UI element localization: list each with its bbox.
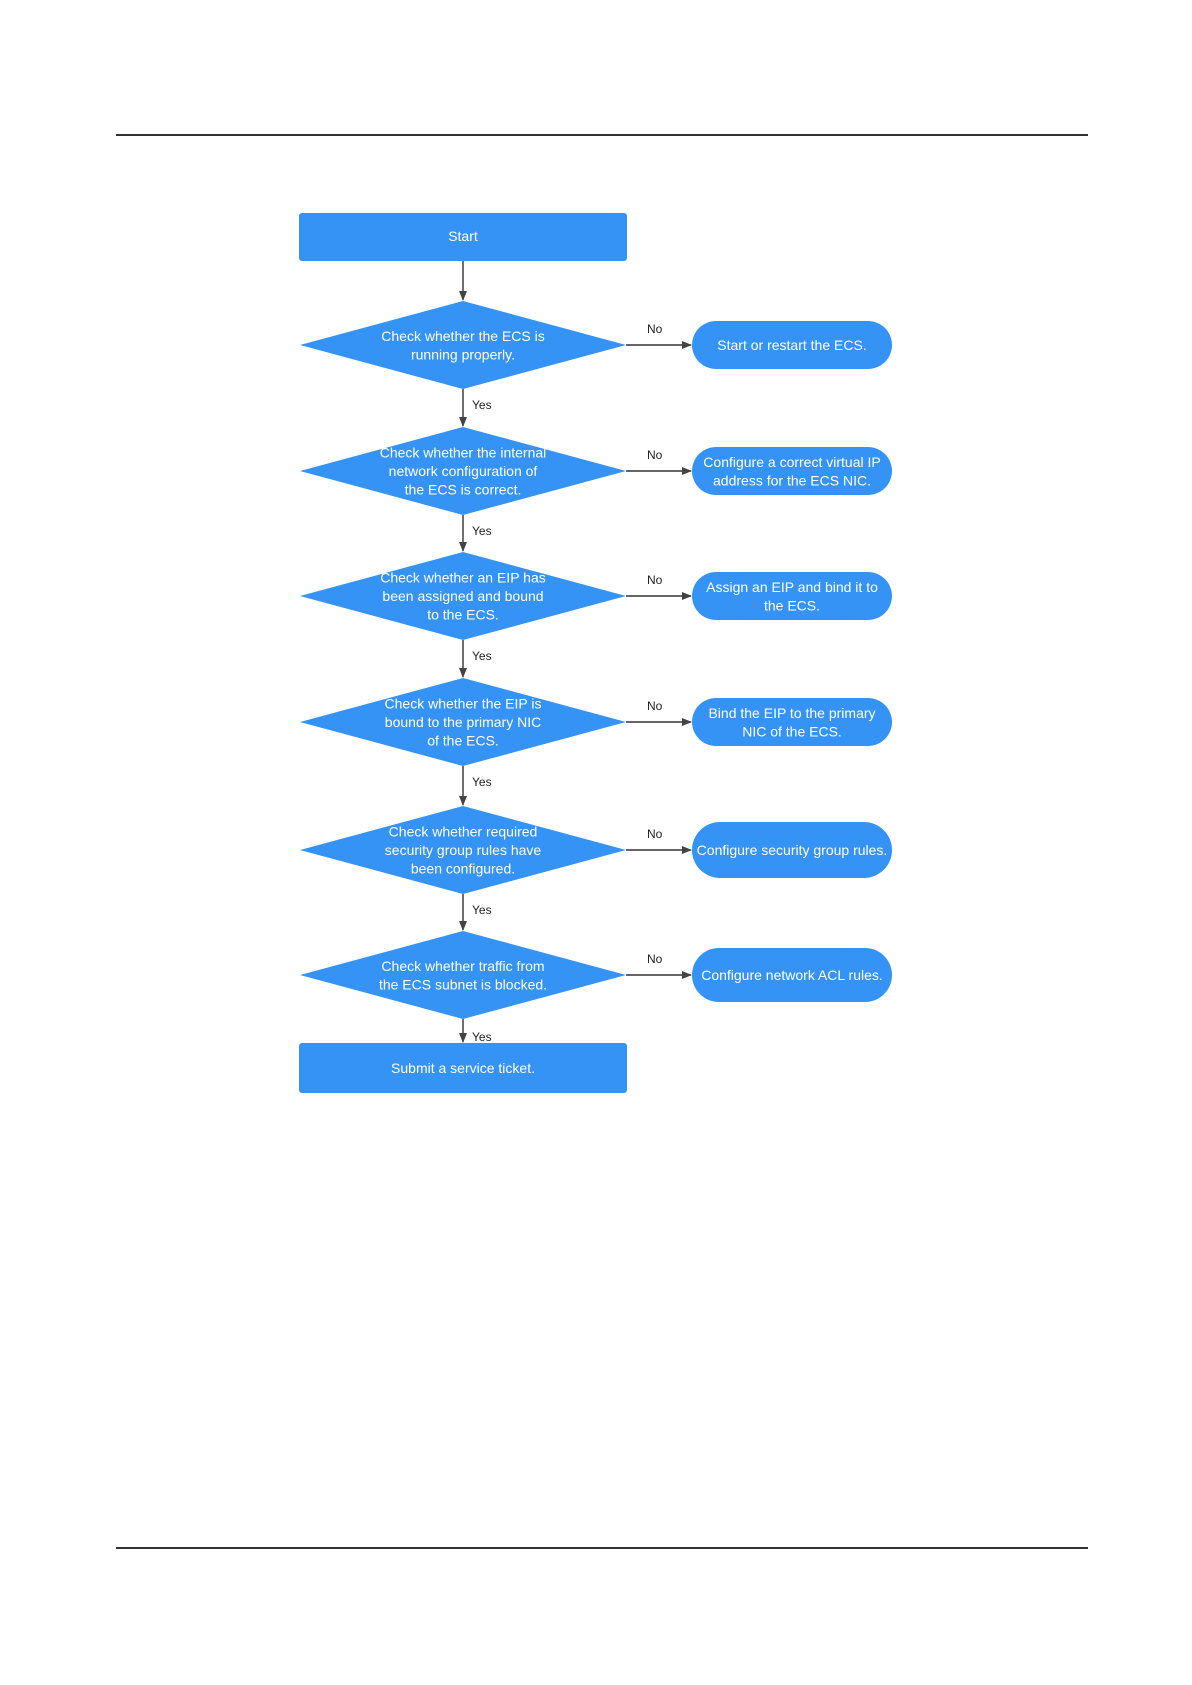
action-label: Bind the EIP to the primary xyxy=(708,705,875,721)
action-box xyxy=(692,572,892,620)
action-box xyxy=(692,698,892,746)
decision-label: of the ECS. xyxy=(427,733,499,749)
decision-diamond xyxy=(300,552,626,640)
yes-label: Yes xyxy=(472,1030,492,1044)
decision-label: to the ECS. xyxy=(427,607,499,623)
start-box xyxy=(299,213,627,261)
action-box xyxy=(692,447,892,495)
no-label: No xyxy=(647,699,663,713)
decision-label: bound to the primary NIC xyxy=(385,714,541,730)
action-label: Configure network ACL rules. xyxy=(701,967,883,983)
yes-label: Yes xyxy=(472,398,492,412)
decision-label: been configured. xyxy=(411,861,515,877)
decision-diamond xyxy=(300,301,626,389)
no-label: No xyxy=(647,322,663,336)
decision-label: Check whether traffic from xyxy=(381,958,544,974)
decision-label: Check whether an EIP has xyxy=(380,570,546,586)
action-label: Start or restart the ECS. xyxy=(717,337,866,353)
decision-label: Check whether the ECS is xyxy=(381,328,544,344)
action-box xyxy=(692,948,892,1002)
decision-label: been assigned and bound xyxy=(382,588,543,604)
decision-diamond xyxy=(300,931,626,1019)
yes-label: Yes xyxy=(472,524,492,538)
decision-label: running properly. xyxy=(411,346,515,362)
no-label: No xyxy=(647,448,663,462)
action-label: NIC of the ECS. xyxy=(742,723,842,739)
header-rule xyxy=(116,134,1088,136)
end-label: Submit a service ticket. xyxy=(391,1060,535,1076)
footer-rule xyxy=(116,1547,1088,1549)
decision-diamond xyxy=(300,678,626,766)
decision-label: Check whether the EIP is xyxy=(385,696,542,712)
decision-diamond xyxy=(300,427,626,515)
decision-label: the ECS subnet is blocked. xyxy=(379,976,547,992)
no-label: No xyxy=(647,573,663,587)
action-box xyxy=(692,822,892,878)
decision-label: security group rules have xyxy=(385,842,542,858)
decision-label: Check whether the internal xyxy=(380,445,547,461)
decision-diamond xyxy=(300,806,626,894)
end-box xyxy=(299,1043,627,1093)
yes-label: Yes xyxy=(472,775,492,789)
no-label: No xyxy=(647,952,663,966)
action-label: address for the ECS NIC. xyxy=(713,472,871,488)
start-label: Start xyxy=(448,228,478,244)
action-label: Assign an EIP and bind it to xyxy=(706,579,878,595)
action-label: Configure security group rules. xyxy=(697,842,888,858)
decision-label: Check whether required xyxy=(389,824,538,840)
yes-label: Yes xyxy=(472,903,492,917)
action-label: the ECS. xyxy=(764,597,820,613)
yes-label: Yes xyxy=(472,649,492,663)
decision-label: the ECS is correct. xyxy=(405,482,522,498)
decision-label: network configuration of xyxy=(389,463,538,479)
action-label: Configure a correct virtual IP xyxy=(703,454,880,470)
no-label: No xyxy=(647,827,663,841)
action-box xyxy=(692,321,892,369)
